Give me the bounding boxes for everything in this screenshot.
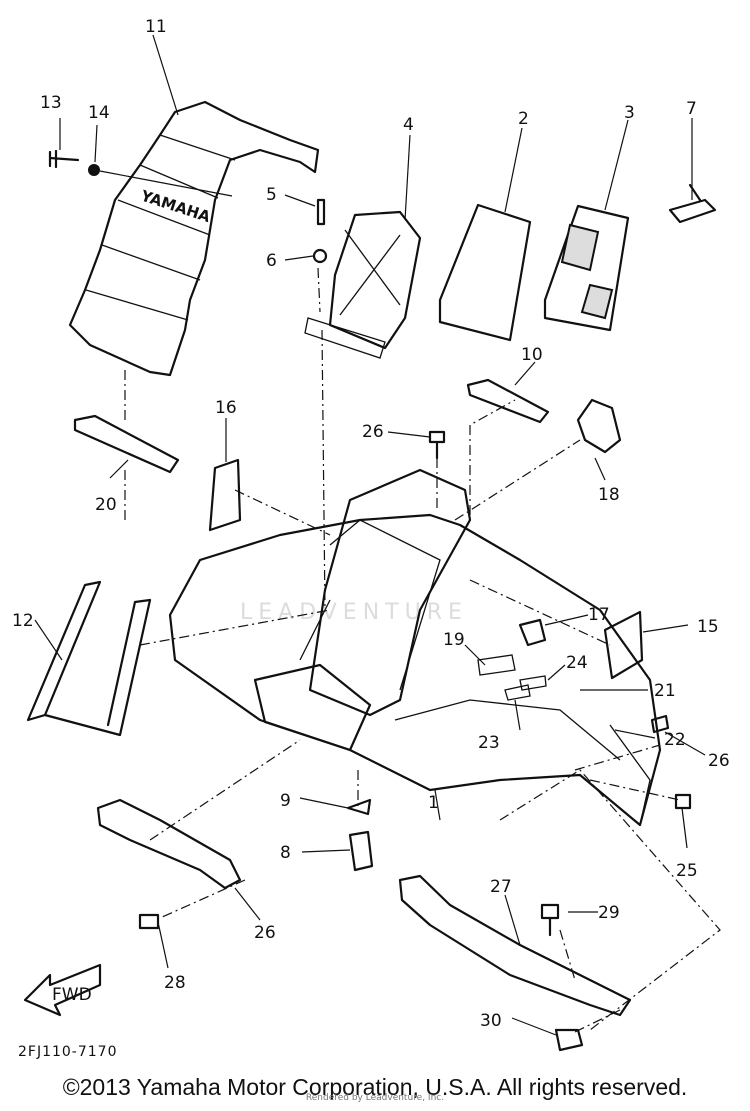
- part-16-sheet: [208, 458, 242, 532]
- callout-3: 3: [624, 103, 635, 123]
- part-15-plate: [603, 610, 644, 680]
- yamaha-brand-text: YAMAHA: [138, 186, 213, 226]
- fwd-label: FWD: [52, 985, 92, 1005]
- part-9-clip: [346, 798, 372, 816]
- part-26-bolt-top: [428, 430, 446, 460]
- callout-8: 8: [280, 843, 291, 863]
- callout-29: 28: [164, 973, 186, 993]
- callout-19: 19: [443, 630, 465, 650]
- callout-4: 4: [403, 115, 414, 135]
- part-12-seal: [26, 580, 152, 737]
- part-31-nut: [554, 1028, 584, 1052]
- diagram-code: 2FJ110-7170: [18, 1044, 118, 1060]
- part-14-nut: [88, 164, 100, 176]
- callout-20: 20: [95, 495, 117, 515]
- part-4-bracket: [304, 210, 422, 359]
- copyright-text: ©2013 Yamaha Motor Corporation, U.S.A. A…: [62, 1074, 688, 1100]
- callout-14: 14: [88, 103, 110, 123]
- part-19-label: [477, 654, 516, 676]
- callout-5: 5: [266, 185, 277, 205]
- center-watermark: LEADVENTURE: [240, 600, 468, 625]
- part-18-grommet: [576, 398, 622, 454]
- part-13-bolt: [48, 149, 80, 169]
- part-24-label: [519, 675, 547, 691]
- part-30-bolt: [540, 903, 560, 937]
- callout-26-right: 26: [708, 751, 730, 771]
- callout-12: 12: [12, 611, 34, 631]
- callout-2: 2: [518, 109, 529, 129]
- part-6-washer: [312, 248, 328, 264]
- callout-25: 25: [676, 861, 698, 881]
- callout-10: 10: [521, 345, 543, 365]
- part-29-bolt: [138, 913, 160, 930]
- part-28-stay: [398, 874, 632, 1017]
- callout-18: 18: [598, 485, 620, 505]
- callout-24: 24: [566, 653, 588, 673]
- callout-21: 21: [654, 681, 676, 701]
- callout-26-top: 26: [362, 422, 384, 442]
- fwd-arrow-icon: FWD: [23, 963, 102, 1017]
- part-20-strip: [73, 414, 180, 474]
- part-8-grommet: [348, 830, 374, 872]
- part-2-cushion: [438, 203, 532, 342]
- callout-23: 23: [478, 733, 500, 753]
- part-26-bolt-right: [650, 714, 670, 734]
- callout-28: 27: [490, 877, 512, 897]
- callout-1: 1: [428, 793, 439, 813]
- part-25-bolt: [674, 793, 692, 810]
- part-17-clip: [518, 618, 547, 647]
- part-27-stay: [96, 798, 242, 890]
- callout-9: 9: [280, 791, 291, 811]
- callout-16: 16: [215, 398, 237, 418]
- part-23-label: [504, 684, 531, 701]
- part-1-fender: [168, 468, 662, 827]
- callout-22: 22: [664, 730, 686, 750]
- callout-13: 13: [40, 93, 62, 113]
- callout-6: 6: [266, 251, 277, 271]
- part-11-cover: YAMAHA: [68, 100, 320, 377]
- part-10-strip: [466, 378, 550, 424]
- watermark-text: Rendered by Leadventure, Inc.: [305, 1093, 445, 1103]
- callout-17: 17: [588, 605, 610, 625]
- callout-15: 15: [697, 617, 719, 637]
- callout-27: 26: [254, 923, 276, 943]
- part-5-screw: [316, 198, 326, 226]
- part-3-panel: [543, 204, 630, 332]
- callout-30: 29: [598, 903, 620, 923]
- callout-7: 7: [686, 99, 697, 119]
- callout-11: 11: [145, 17, 167, 37]
- callout-31: 30: [480, 1011, 502, 1031]
